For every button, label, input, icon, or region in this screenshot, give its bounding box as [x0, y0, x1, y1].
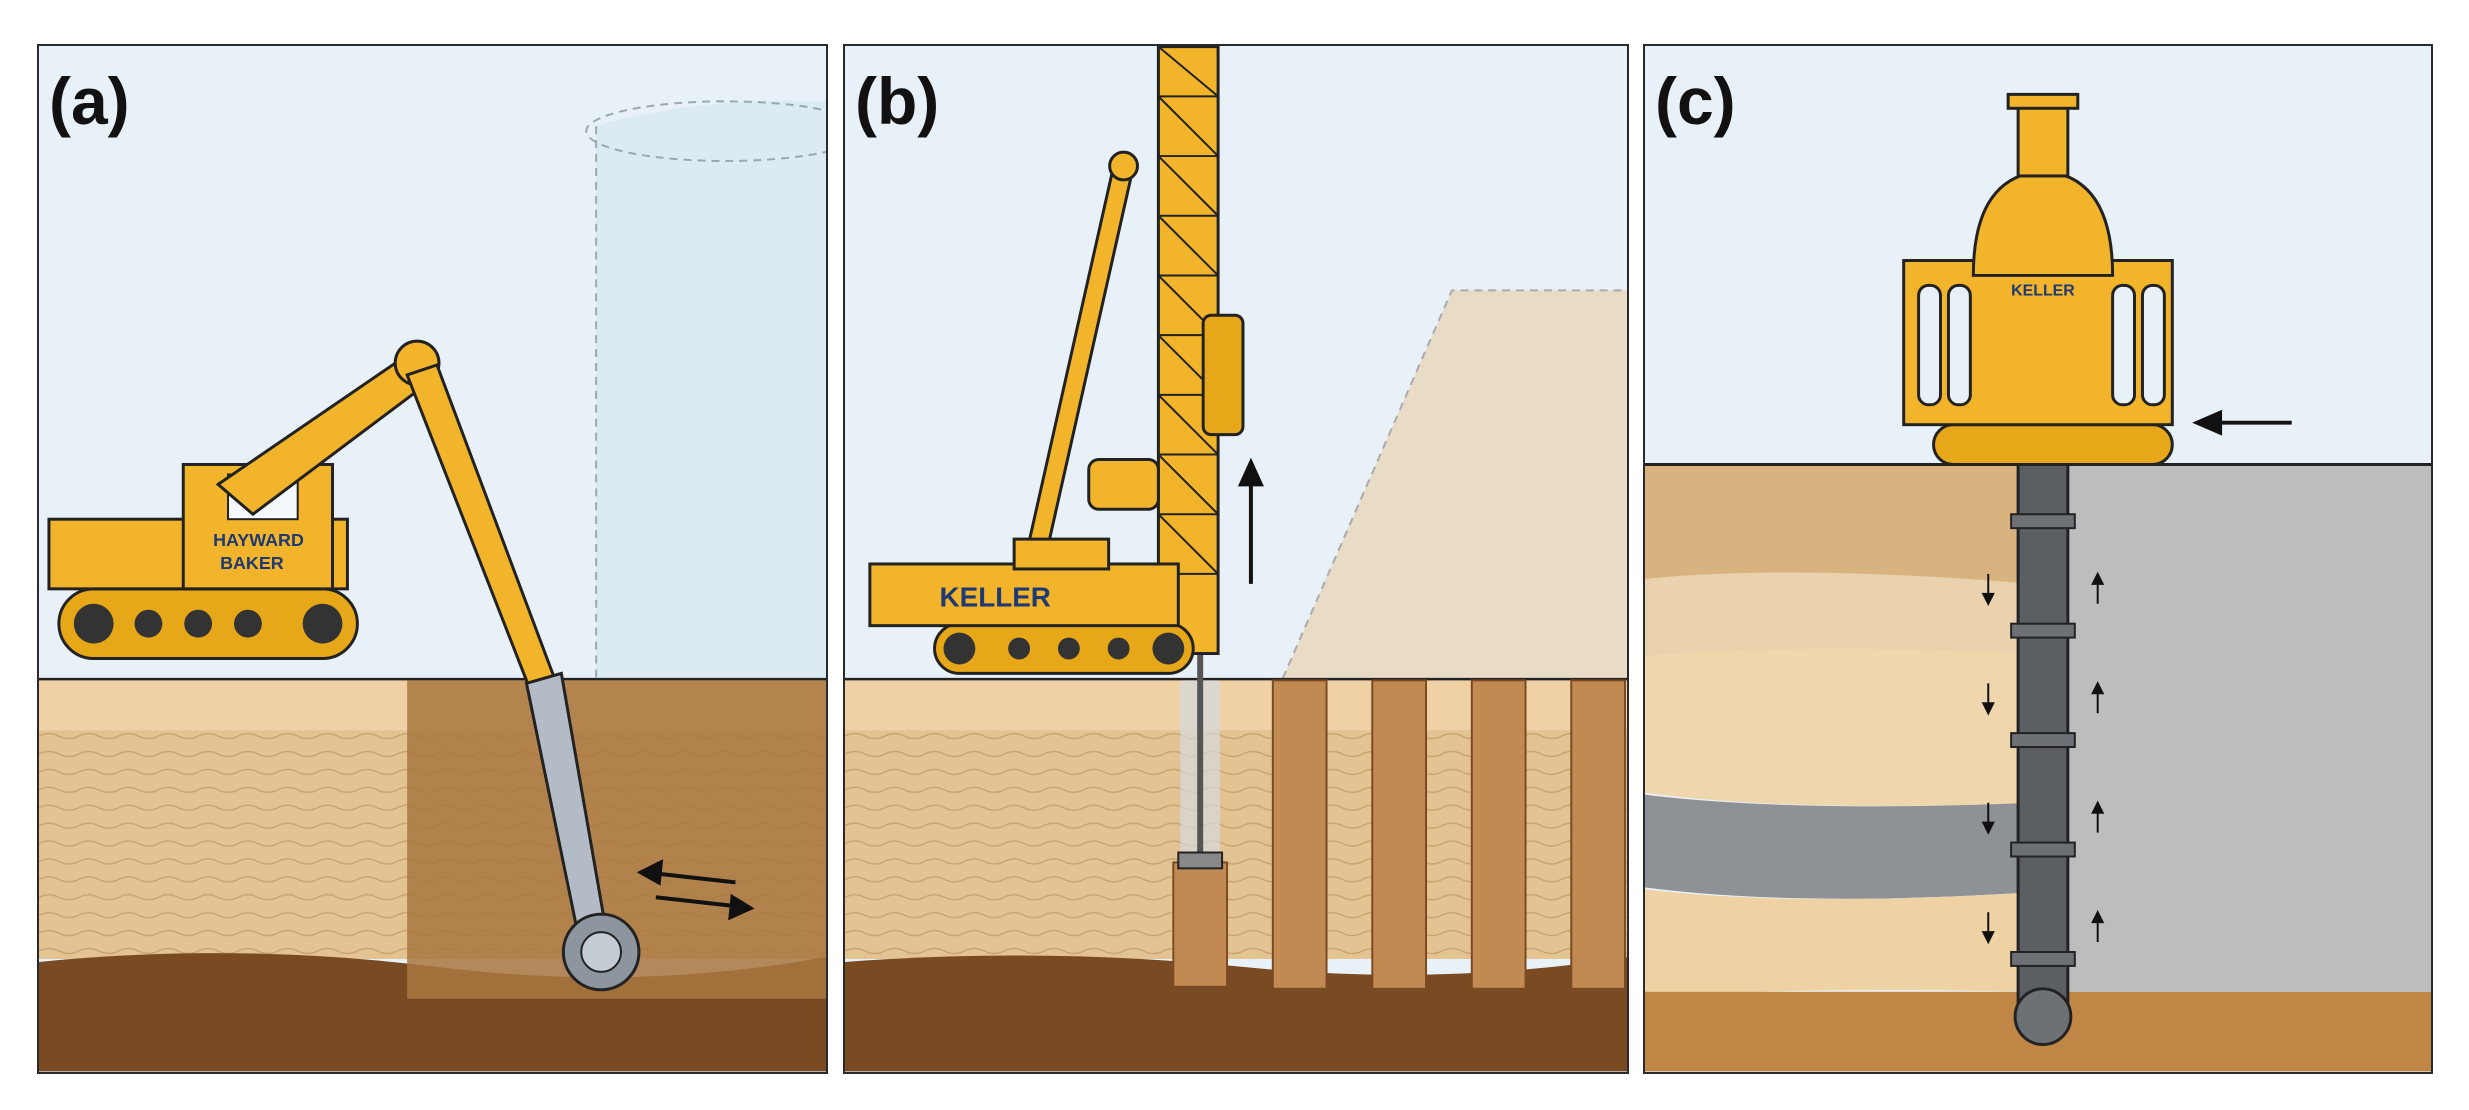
brand-text: KELLER — [2011, 282, 2075, 299]
bedrock-layer — [845, 955, 1627, 1072]
auger-head — [1177, 851, 1224, 870]
rig-top-head — [2016, 99, 2070, 178]
fine-sand-layer — [1645, 572, 2034, 659]
panel-c-trench-cutter: KELLER (c) — [1643, 44, 2433, 1074]
panel-b-auger-rig: KELLER (b) — [843, 44, 1629, 1074]
direction-arrow — [2192, 409, 2292, 436]
brand-text-line2: BAKER — [220, 553, 284, 573]
embankment-outline — [1281, 289, 1627, 679]
brand-text: KELLER — [940, 582, 1051, 613]
columns-group — [1172, 679, 1627, 990]
rotary-drive — [1201, 313, 1245, 437]
embankment — [1282, 290, 1627, 679]
sand-layer — [1645, 648, 2034, 807]
panel-label-a: (a) — [49, 64, 130, 138]
panel-a-excavator-cutter: HAYWARD BAKER (a) — [37, 44, 828, 1074]
column-forming — [1172, 861, 1229, 988]
excavator: HAYWARD BAKER — [47, 339, 641, 992]
lift-arrow — [1237, 457, 1264, 584]
column-4 — [1570, 679, 1627, 990]
hydraulic-cylinder — [1087, 458, 1160, 511]
completed-wall-panel — [2033, 464, 2431, 992]
rock-layer — [1645, 794, 2034, 899]
upper-soil-layer — [1645, 464, 2034, 584]
flow-arrows — [1981, 571, 2105, 945]
panel-label-c: (c) — [1655, 64, 1736, 138]
panel-a-illustration: HAYWARD BAKER — [39, 46, 826, 1072]
column-1 — [1271, 679, 1328, 990]
column-2 — [1371, 679, 1428, 990]
panel-label-b: (b) — [855, 64, 940, 138]
panel-b-illustration: KELLER — [845, 46, 1627, 1072]
rig-body — [868, 562, 1180, 628]
panel-c-illustration: KELLER — [1645, 46, 2431, 1072]
tank-outline — [596, 100, 826, 679]
cutter-wheel — [2013, 987, 2073, 1047]
cutter-rig: KELLER — [1902, 92, 2174, 466]
brand-text-line1: HAYWARD — [213, 530, 304, 550]
tank-top-ellipse — [585, 100, 826, 163]
drill-mast — [1156, 46, 1245, 656]
column-3 — [1470, 679, 1527, 990]
move-arrows — [636, 859, 755, 921]
lower-sand-layer — [1645, 889, 2034, 997]
